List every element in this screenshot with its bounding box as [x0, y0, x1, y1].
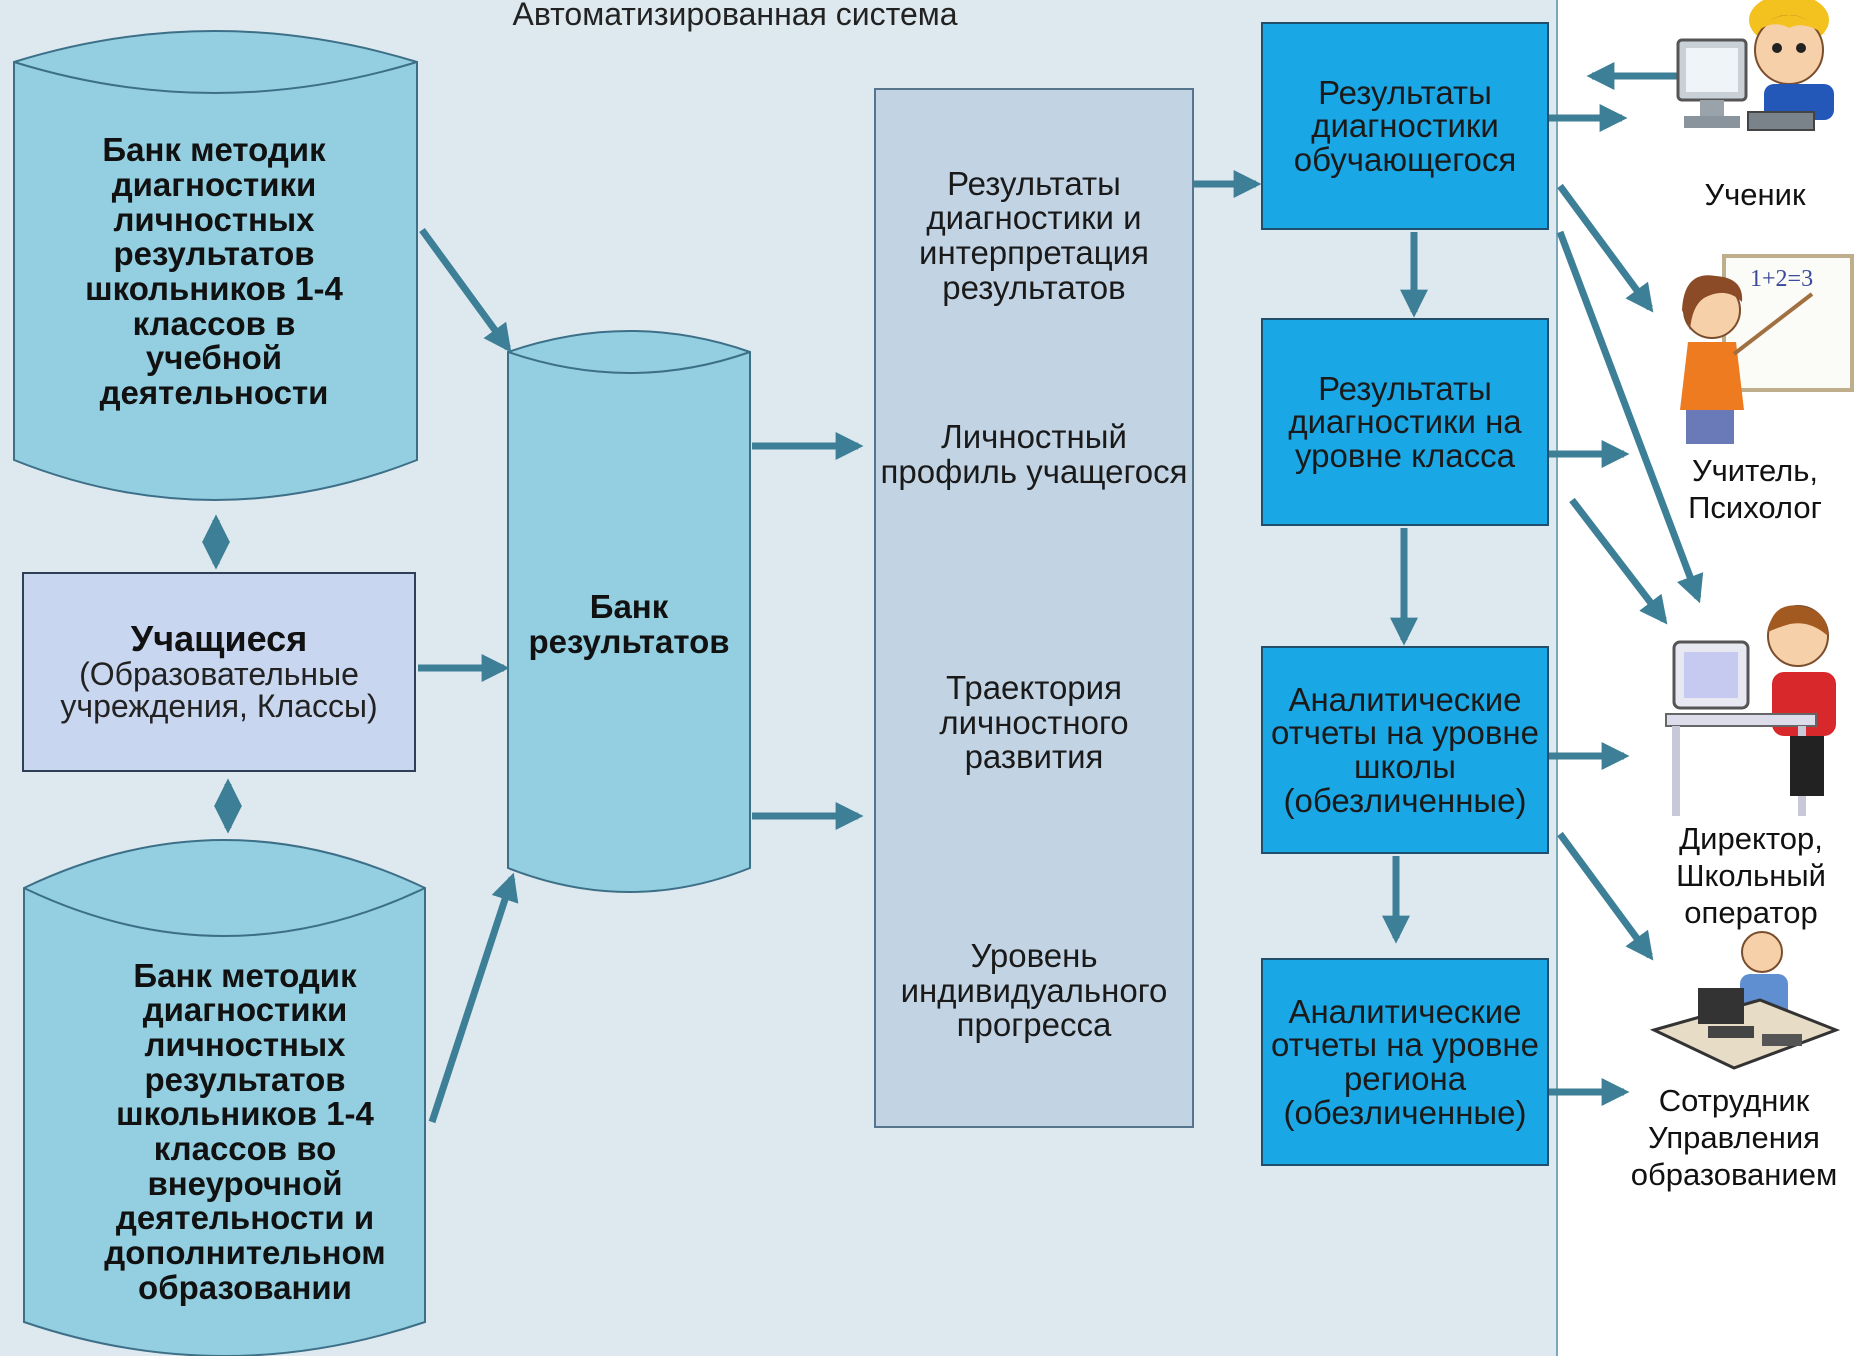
students-bidirectional-arrows	[202, 514, 242, 834]
panel-item-diagnostics-interpretation: Результаты диагностики и интерпретация р…	[919, 164, 1149, 306]
role-teacher-psychologist: Учитель, Психолог	[1688, 453, 1822, 526]
role-education-official: Сотрудник Управления образованием	[1630, 1083, 1838, 1193]
arrow-methods-to-results	[419, 227, 512, 353]
arrow-extra-to-results	[428, 872, 519, 1124]
panel-item-individual-progress: Уровень индивидуального прогресса	[900, 937, 1168, 1044]
student-at-computer-icon	[1676, 0, 1834, 131]
result-box-student: Результаты диагностики обучающегося	[1261, 22, 1549, 230]
result-box-class: Результаты диагностики на уровне класса	[1261, 318, 1549, 526]
cylinder-methods-lessons	[13, 30, 418, 501]
result-box-region: Аналитические отчеты на уровне региона (…	[1261, 958, 1549, 1166]
cylinder-results-bank	[507, 330, 751, 893]
arrow-box-3-to-official	[1557, 831, 1654, 961]
arrow-box-1-to-director	[1556, 230, 1704, 604]
system-title: Автоматизированная система	[512, 0, 958, 32]
students-box: Учащиеся (Образовательные учреждения, Кл…	[22, 572, 416, 772]
teacher-at-board-icon: 1+2=3	[1680, 254, 1854, 444]
panel-item-personal-profile: Личностный профиль учащегося	[880, 418, 1188, 490]
diagnostics-panel	[874, 88, 1194, 1128]
cylinder-methods-extra	[23, 839, 426, 1356]
role-student: Ученик	[1704, 177, 1806, 212]
panel-item-development-trajectory: Траектория личностного развития	[939, 669, 1129, 776]
arrow-box-2-to-director	[1569, 497, 1668, 625]
board-formula: 1+2=3	[1750, 266, 1813, 292]
arrow-box-1-to-teacher	[1557, 183, 1654, 313]
office-worker-icon	[1650, 931, 1840, 1070]
director-at-computer-icon	[1665, 605, 1836, 816]
results-bank-label: Банк результатов	[528, 588, 730, 660]
methods-bank-lessons-label: Банк методик диагностики личностных резу…	[85, 131, 343, 411]
role-director-operator: Директор, Школьный оператор	[1676, 821, 1826, 931]
result-box-school: Аналитические отчеты на уровне школы (об…	[1261, 646, 1549, 854]
students-subtitle: (Образовательные учреждения, Классы)	[60, 655, 378, 725]
students-title: Учащиеся	[130, 618, 308, 660]
methods-bank-extra-label: Банк методик диагностики личностных резу…	[104, 956, 386, 1306]
